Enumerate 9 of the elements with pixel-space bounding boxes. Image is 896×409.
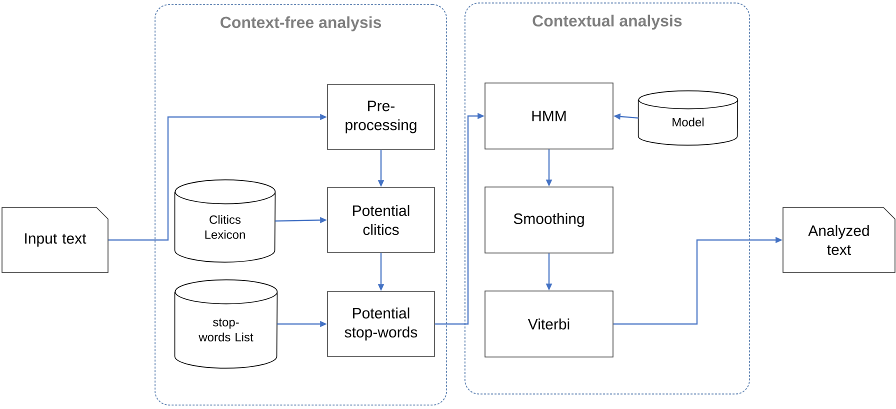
database-cylinder: Clitics Lexicon [174,179,276,263]
database-cylinder: stop-words List [174,279,278,369]
process-box: Potential stop-words [327,291,435,357]
process-box: HMM [484,82,614,150]
process-box: Potential clitics [327,187,435,253]
process-box: Smoothing [484,186,614,254]
process-box: Viterbi [484,290,614,358]
process-box: Pre-processing [327,84,435,150]
database-cylinder: Model [638,90,738,146]
